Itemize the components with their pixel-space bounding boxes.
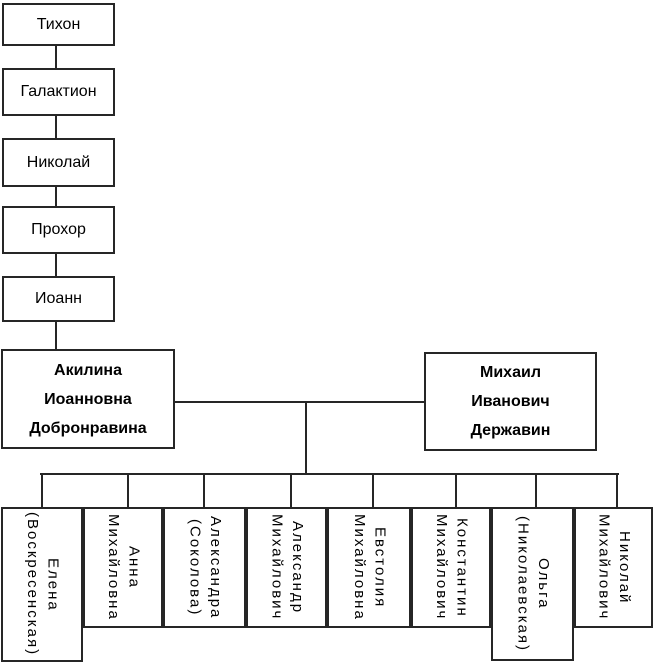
child-first-name: Николай [615,530,633,605]
child-box-anna: Анна Михайловна [83,507,163,628]
connector-line [55,254,57,276]
child-first-name: Александра [206,515,224,620]
ancestor-label: Галактион [20,83,97,100]
father-box: Михаил Иванович Державин [424,352,597,451]
child-box-elena: Елена (Воскресенская) [1,507,83,662]
connector-line [55,46,57,69]
ancestor-box-tikhon: Тихон [2,3,115,46]
mother-box: Акилина Иоанновна Добронравина [1,349,175,449]
child-first-name: Ольга [534,558,552,610]
child-drop-line [535,473,537,509]
ancestor-box-ioann: Иоанн [2,276,115,322]
child-box-evstoliya: Евстолия Михайловна [327,507,411,628]
marriage-drop-line [305,401,307,475]
ancestor-label: Николай [26,153,91,171]
child-box-aleksandr: Александр Михайлович [246,507,327,628]
child-box-aleksandra: Александра (Соколова) [163,507,246,628]
child-first-name: Александр [288,520,306,615]
mother-surname-line: Добронравина [29,419,147,437]
ancestor-label: Тихон [36,15,81,33]
child-box-konstantin: Константин Михайлович [411,507,491,628]
connector-line [55,116,57,138]
child-drop-line [127,473,129,509]
ancestor-box-nikolay: Николай [2,138,115,187]
child-first-name: Елена [44,557,62,612]
father-patronymic-line: Иванович [471,393,550,410]
child-drop-line [41,473,43,509]
father-name-line: Михаил [480,364,541,381]
child-last-name: Михайлович [268,514,286,621]
marriage-line [175,401,424,403]
child-last-name: Михайлович [433,514,450,621]
child-first-name: Евстолия [371,526,389,609]
child-last-name: Михайлович [595,514,613,621]
child-first-name: Анна [125,546,143,589]
ancestor-box-galaktion: Галактион [2,68,115,116]
child-drop-line [616,473,618,509]
child-first-name: Константин [453,517,471,618]
child-box-nikolay: Николай Михайлович [574,507,653,628]
ancestor-label: Иоанн [35,290,82,307]
child-last-name: (Николаевская) [514,515,532,653]
sibling-line [40,473,619,475]
child-last-name: (Соколова) [186,518,204,617]
connector-line [55,187,57,206]
child-last-name: Михайловна [351,514,368,621]
child-drop-line [203,473,205,509]
ancestor-box-prokhor: Прохор [2,206,115,254]
mother-patronymic-line: Иоанновна [44,390,132,408]
child-box-olga: Ольга (Николаевская) [491,507,574,661]
child-last-name: (Воскресенская) [24,512,41,657]
connector-line [55,322,57,349]
mother-name-line: Акилина [54,361,122,379]
child-drop-line [290,473,292,509]
child-drop-line [455,473,457,509]
child-last-name: Михайловна [105,514,122,621]
child-drop-line [372,473,374,509]
ancestor-label: Прохор [31,221,86,238]
father-surname-line: Державин [470,422,551,439]
